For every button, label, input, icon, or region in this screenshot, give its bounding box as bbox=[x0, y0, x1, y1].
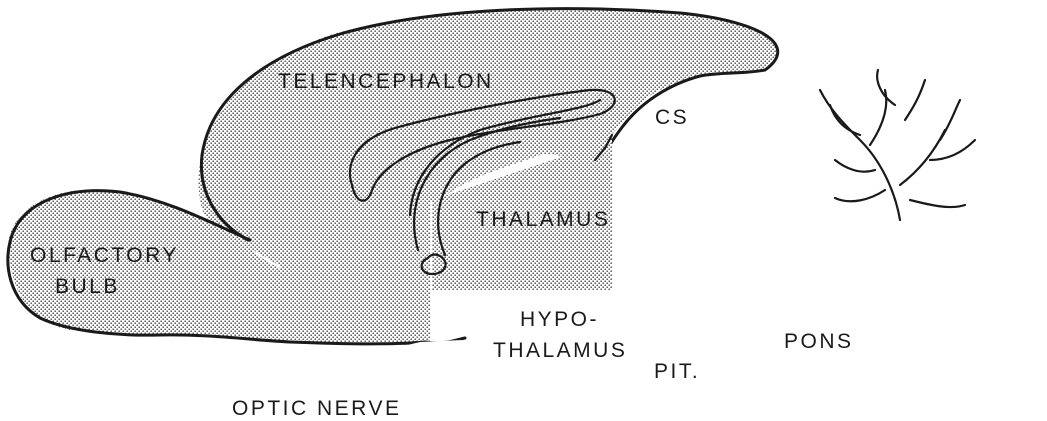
olfactory-bulb-label-line1: OLFACTORY bbox=[30, 244, 179, 267]
hypothalamus-label-line2: THALAMUS bbox=[493, 339, 627, 362]
pituitary-label: PIT. bbox=[654, 360, 700, 383]
olfactory-bulb-label-line2: BULB bbox=[55, 275, 120, 298]
optic-nerve-shape bbox=[285, 340, 462, 376]
telencephalon-label: TELENCEPHALON bbox=[278, 70, 494, 93]
optic-nerve-label: OPTIC NERVE bbox=[232, 397, 401, 420]
hypothalamus-label-line1: HYPO- bbox=[520, 308, 599, 331]
thalamus-label: THALAMUS bbox=[476, 208, 610, 231]
pons-label: PONS bbox=[784, 330, 854, 353]
cs-label: CS bbox=[655, 106, 689, 129]
